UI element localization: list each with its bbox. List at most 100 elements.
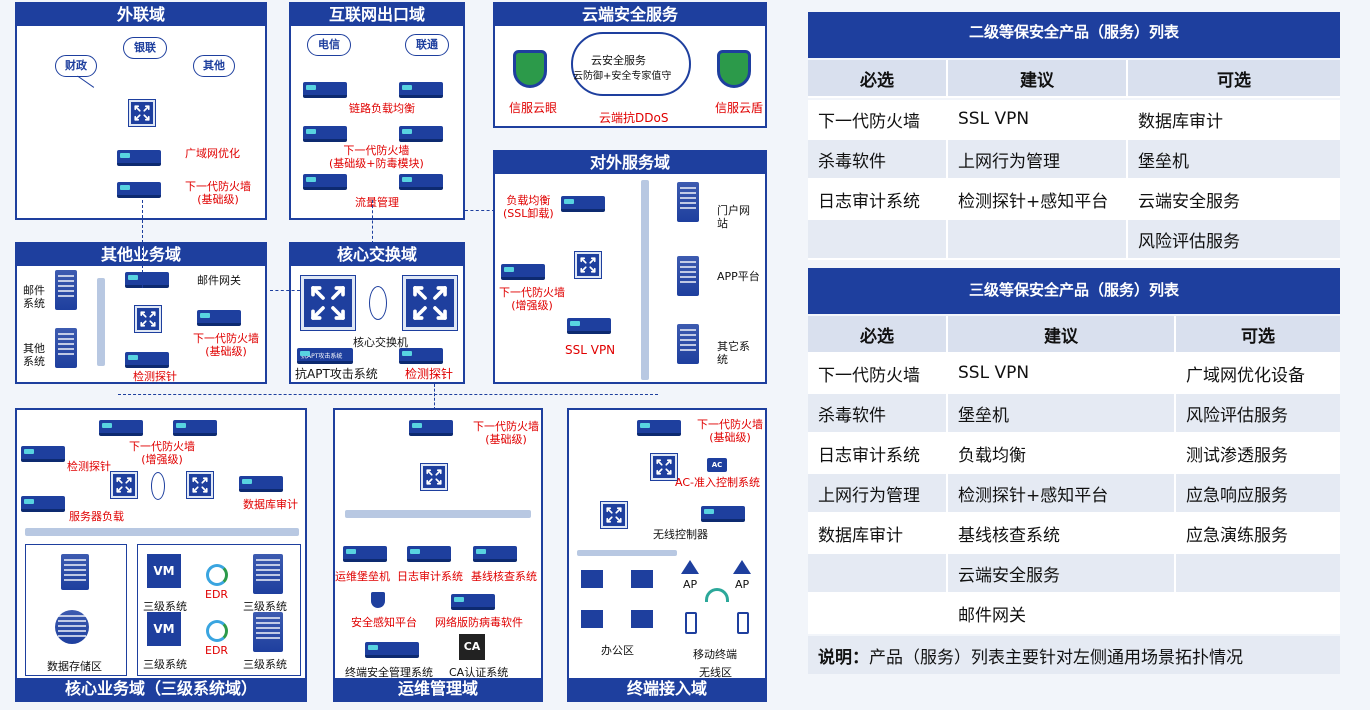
link-lb-label: 链路负载均衡: [349, 102, 415, 115]
cell: 杀毒软件: [808, 140, 948, 178]
note-label: 说明：: [818, 647, 869, 668]
probe-device: [125, 352, 169, 368]
cloud-caizheng: 财政: [55, 55, 97, 77]
firewall-device: [99, 420, 143, 436]
cell: 上网行为管理: [808, 474, 948, 512]
firewall-device: [173, 420, 217, 436]
office-label: 办公区: [601, 644, 634, 657]
system-label: 三级系统: [143, 658, 187, 671]
firewall-label: 下一代防火墙 (基础级): [193, 332, 259, 358]
table-row: 邮件网关: [808, 594, 1340, 634]
cell: [1176, 554, 1340, 592]
cloud-title: 云安全服务: [591, 54, 646, 67]
link-lb-device: [303, 82, 347, 98]
pc-icon: [631, 570, 653, 588]
firewall-label: 下一代防火墙 (增强级): [499, 286, 565, 312]
vpn-device: [567, 318, 611, 334]
table-row: 下一代防火墙 SSL VPN 数据库审计: [808, 100, 1340, 140]
wlc-device: [701, 506, 745, 522]
db-audit-label: 数据库审计: [243, 498, 298, 511]
cell: 上网行为管理: [948, 140, 1128, 178]
log-audit-label: 日志审计系统: [397, 570, 463, 583]
portal-label: 门户网 站: [717, 204, 750, 230]
apt-device-text: 抗APT攻击系统: [301, 353, 343, 360]
zone-terminal: 终端接入域 下一代防火墙 (基础级) AC AC-准入控制系统 无线控制器 办公…: [567, 408, 767, 702]
firewall-device: [399, 126, 443, 142]
cell: 日志审计系统: [808, 434, 948, 472]
probe-label: 检测探针: [67, 460, 111, 473]
bastion-device: [343, 546, 387, 562]
col-header: 建议: [948, 316, 1176, 352]
cell: SSL VPN: [948, 100, 1128, 138]
cell: 日志审计系统: [808, 180, 948, 218]
wan-optimizer-label: 广域网优化: [185, 147, 240, 160]
zone-title: 互联网出口域: [291, 4, 463, 26]
portal-server-icon: [677, 182, 699, 222]
server-icon: [253, 612, 283, 652]
server-lb-device: [21, 496, 65, 512]
cloud-sub: 云防御+安全专家值守: [573, 71, 672, 82]
cloud-eye-label: 信服云眼: [509, 101, 558, 115]
cell: [1176, 594, 1340, 632]
col-header: 建议: [948, 60, 1128, 96]
switch-icon: [421, 464, 447, 490]
firewall-device: [501, 264, 545, 280]
pc-icon: [581, 570, 603, 588]
mail-system-label: 邮件 系统: [23, 284, 45, 310]
ca-label: CA认证系统: [449, 666, 509, 679]
cloud-telecom: 电信: [307, 34, 351, 56]
wireless-label: 无线区: [699, 666, 732, 679]
lb-device: [561, 196, 605, 212]
vm-icon: VM: [147, 612, 181, 646]
vpn-label: SSL VPN: [565, 343, 616, 357]
zone-cloud-security: 云端安全服务 云安全服务 云防御+安全专家值守 信服云眼 云端抗DDoS 信服云…: [493, 2, 767, 128]
firewall-device: [303, 126, 347, 142]
edr-label: EDR: [205, 644, 229, 657]
cell: SSL VPN: [948, 354, 1176, 392]
cell: [808, 220, 948, 258]
cell: [948, 220, 1128, 258]
probe-label: 检测探针: [405, 367, 454, 381]
cell: 下一代防火墙: [808, 100, 948, 138]
firewall-label: 下一代防火墙 (基础级): [185, 180, 251, 206]
table-row: 杀毒软件 上网行为管理 堡垒机: [808, 140, 1340, 180]
flow-mgmt-device: [399, 174, 443, 190]
wlc-label: 无线控制器: [653, 528, 708, 541]
system-label: 三级系统: [243, 600, 287, 613]
cloud-other: 其他: [193, 55, 235, 77]
probe-device: [21, 446, 65, 462]
cell: [808, 594, 948, 632]
zone-core-business: 核心业务域（三级系统域） 下一代防火墙 (增强级) 检测探针 数据库审计 服务器…: [15, 408, 307, 702]
cell: [808, 554, 948, 592]
wifi-icon: [705, 588, 729, 602]
switch-icon: [187, 472, 213, 498]
ap-icon: [681, 560, 699, 574]
cell: 风险评估服务: [1128, 220, 1340, 258]
ddos-label: 云端抗DDoS: [599, 111, 669, 125]
av-device: [451, 594, 495, 610]
storage-label: 数据存储区: [47, 660, 102, 673]
ap-icon: [733, 560, 751, 574]
table2-title: 二级等保安全产品（服务）列表: [808, 12, 1340, 58]
cell: 云端安全服务: [948, 554, 1176, 592]
baseline-label: 基线核查系统: [471, 570, 537, 583]
cell: 堡垒机: [1128, 140, 1340, 178]
zone-title: 运维管理域: [335, 678, 541, 700]
table3-title: 三级等保安全产品（服务）列表: [808, 268, 1340, 314]
cell: 应急演练服务: [1176, 514, 1340, 552]
cloud-shield-label: 信服云盾: [715, 101, 764, 115]
ac-label: AC-准入控制系统: [675, 476, 760, 489]
zone-title: 其他业务域: [17, 244, 265, 266]
wan-optimizer-device: [117, 150, 161, 166]
firewall-device: [637, 420, 681, 436]
pc-icon: [581, 610, 603, 628]
ac-badge: AC: [707, 458, 727, 472]
probe-device: [399, 348, 443, 364]
shield-icon: [717, 50, 751, 88]
bastion-label: 运维堡垒机: [335, 570, 390, 583]
mail-gateway-label: 邮件网关: [197, 274, 241, 287]
shield-icon: [371, 592, 385, 608]
vm-icon: VM: [147, 554, 181, 588]
firewall-device: [197, 310, 241, 326]
zone-external: 外联域 财政 银联 其他 广域网优化 下一代防火墙 (基础级): [15, 2, 267, 220]
